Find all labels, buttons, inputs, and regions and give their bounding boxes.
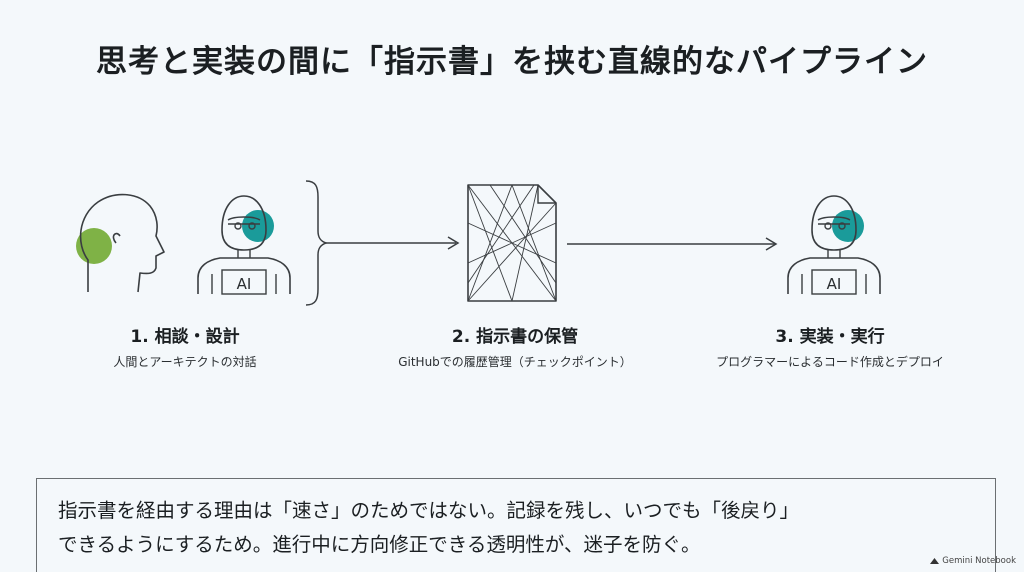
note-line-1: 指示書を経由する理由は「速さ」のためではない。記録を残し、いつでも「後戻り」: [58, 499, 800, 522]
step-2-title: 2. 指示書の保管: [451, 327, 579, 347]
human-head-icon: [76, 193, 165, 293]
badge-label: Gemini Notebook: [942, 556, 1016, 566]
ai-robot-icon: AI: [787, 195, 881, 295]
summary-note: 指示書を経由する理由は「速さ」のためではない。記録を残し、いつでも「後戻り」 で…: [58, 494, 958, 562]
note-line-2: できるようにするため。進行中に方向修正できる透明性が、迷子を防ぐ。: [58, 533, 701, 556]
step-1-title: 1. 相談・設計: [130, 327, 240, 347]
step-2-subtitle: GitHubでの履歴管理（チェックポイント）: [398, 355, 632, 369]
note-frame-top: [36, 478, 996, 479]
step-3-title: 3. 実装・実行: [775, 327, 885, 347]
arrow-right: [567, 237, 778, 251]
note-frame-right: [995, 478, 996, 572]
ai-label: AI: [237, 275, 252, 293]
note-frame-left: [36, 478, 37, 572]
document-icon: [467, 184, 557, 302]
notebook-logo-icon: [930, 558, 940, 564]
gemini-notebook-badge: Gemini Notebook: [930, 556, 1016, 566]
bracket-arrow: [305, 180, 460, 306]
page-title: 思考と実装の間に「指示書」を挟む直線的なパイプライン: [96, 44, 928, 80]
ai-label: AI: [827, 275, 842, 293]
ai-robot-icon: AI: [197, 195, 291, 295]
step-1-subtitle: 人間とアーキテクトの対話: [113, 355, 257, 369]
step-3-subtitle: プログラマーによるコード作成とデプロイ: [716, 355, 944, 369]
